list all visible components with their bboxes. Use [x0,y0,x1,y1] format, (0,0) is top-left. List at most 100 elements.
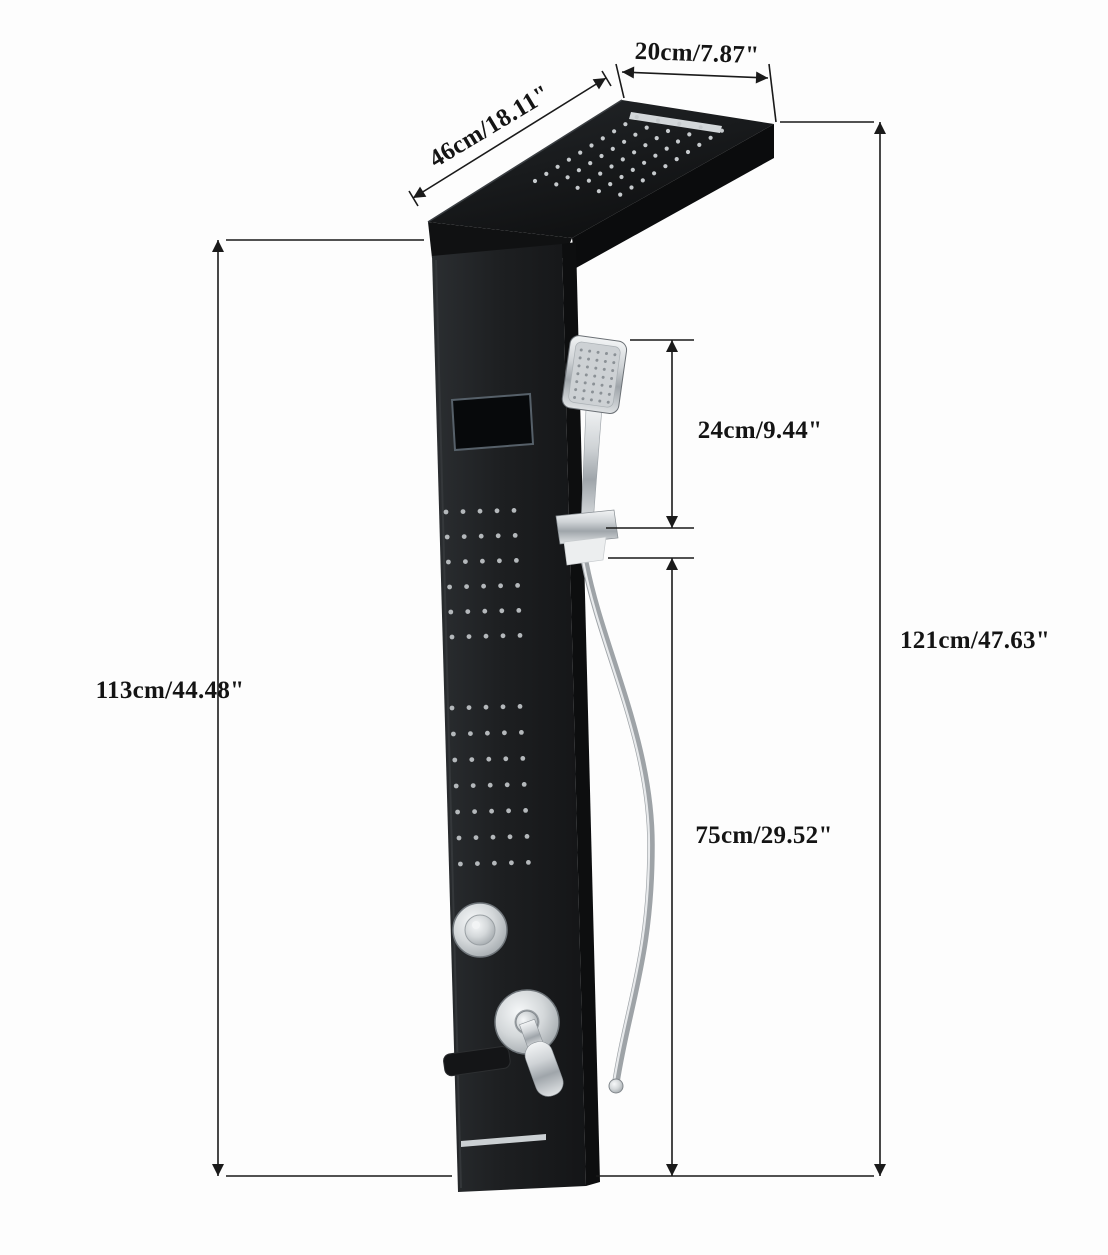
dimension-label-lower-section: 75cm/29.52" [695,822,833,849]
nozzle-dot [500,704,506,710]
nozzle-dot [665,128,671,134]
dimension-label-handheld-height: 24cm/9.44" [697,417,823,444]
nozzle-dot [520,756,526,761]
dimension-top-width [615,63,777,123]
nozzle-dot [619,174,624,180]
nozzle-dot [698,125,703,130]
nozzle-dot [448,609,454,615]
nozzle-dot [443,509,449,515]
nozzle-dot [449,634,455,640]
nozzle-dot [599,391,603,395]
nozzle-dot [618,192,623,197]
dimension-label-panel-height: 113cm/44.48" [95,677,245,704]
nozzle-dot [483,704,489,710]
nozzle-dot [602,367,606,371]
nozzle-dot [495,533,501,539]
nozzle-dot [719,128,725,133]
nozzle-dot [632,150,637,155]
nozzle-dot [609,164,614,169]
nozzle-dot [466,705,472,710]
nozzle-dot [486,756,492,762]
dimension-label-top-width: 20cm/7.87" [634,37,760,70]
nozzle-dot [449,705,455,711]
diverter-knob [452,902,508,958]
nozzle-dot [653,153,658,158]
nozzle-dot [579,348,583,352]
nozzle-dot [524,834,530,839]
nozzle-dot [502,730,507,736]
nozzle-dot [620,157,625,162]
nozzle-dot [588,161,593,166]
nozzle-dot [485,730,490,736]
nozzle-dot [481,583,486,589]
nozzle-dot [497,558,502,564]
tub-spout [443,1046,511,1077]
nozzle-dot [655,118,661,123]
nozzle-dot [447,584,452,590]
nozzle-dot [575,380,579,384]
shower-hose-highlight [582,561,651,1084]
nozzle-dot [634,115,639,120]
dimension-lines [212,63,886,1177]
nozzle-dot [499,608,505,614]
nozzle-dot [588,349,592,353]
nozzle-dot [629,185,634,190]
hand-shower [555,335,655,1094]
nozzle-dot [622,139,627,144]
nozzle-dot [595,358,599,362]
dimension-label-total-height: 121cm/47.63" [899,627,1051,654]
nozzle-dot [523,808,528,813]
nozzle-dot [565,175,570,180]
body-jets-upper [443,508,523,640]
nozzle-dot [675,139,681,144]
nozzle-dot [465,609,471,614]
nozzle-dot [581,397,585,401]
nozzle-dot [512,533,518,538]
nozzle-dot [498,583,503,589]
nozzle-dot [633,132,638,137]
nozzle-dot [603,359,607,363]
nozzle-dot [623,122,628,127]
dimension-total-height [596,121,886,1177]
hand-shower-holder [555,509,619,545]
nozzle-dot [526,860,531,865]
nozzle-dot [515,583,520,588]
nozzle-dot [504,782,510,788]
nozzle-dot [444,534,450,540]
nozzle-dot [514,558,519,563]
nozzle-dot [677,121,682,126]
nozzle-dot [596,189,602,194]
dimension-panel-height [212,239,452,1177]
shower-hose [581,559,655,1086]
nozzle-dot [555,164,560,169]
nozzle-dot [506,808,511,814]
nozzle-dot [473,835,479,840]
nozzle-dot [458,861,463,867]
nozzle-dot [451,731,456,737]
nozzle-dot [507,834,513,840]
nozzle-dot [573,396,577,400]
display-screen [450,392,535,452]
nozzle-dot [469,757,475,762]
nozzle-dot [516,608,522,613]
nozzle-dot [630,167,635,172]
nozzle-dot [466,634,472,639]
hose-connector-nut [608,1078,624,1094]
nozzle-dot [492,860,497,866]
nozzle-dot [521,782,527,787]
nozzle-dot [654,136,659,141]
nozzle-dot [610,376,614,380]
nozzle-dot [582,389,586,393]
nozzle-dot [575,185,580,190]
nozzle-dot [612,129,617,134]
hand-shower-head [561,335,628,415]
nozzle-dot [601,375,605,379]
nozzle-dot [455,809,460,815]
nozzle-dot [604,352,608,356]
nozzle-dot [490,834,496,840]
nozzle-dot [446,559,451,565]
nozzle-dot [600,383,604,387]
nozzle-dot [674,157,679,162]
nozzle-dot [574,388,578,392]
